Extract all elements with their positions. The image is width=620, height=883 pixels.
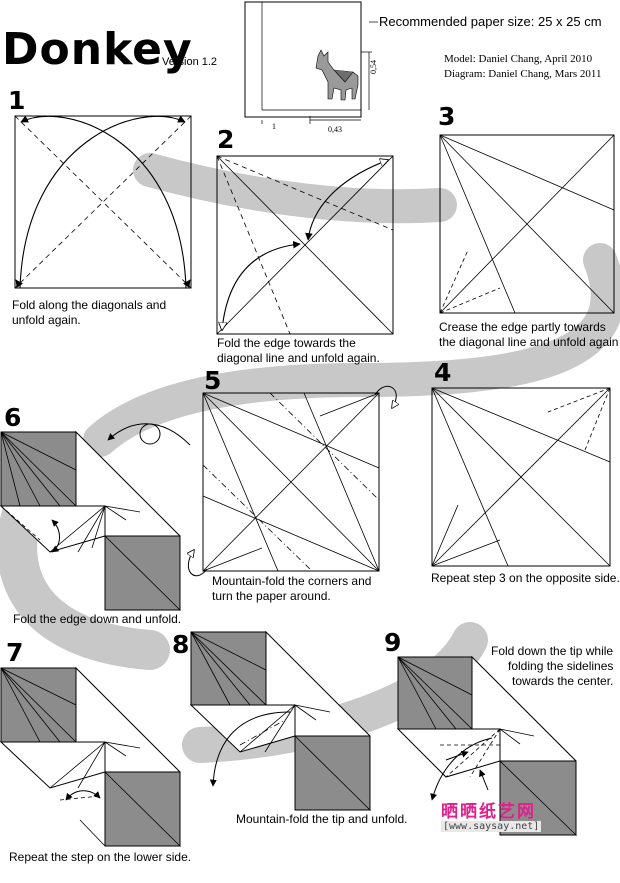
step-4-instruction: Repeat step 3 on the opposite side. — [431, 571, 620, 585]
step-number-6: 6 — [4, 403, 22, 432]
donkey-icon — [315, 49, 359, 101]
step-7-figure — [0, 666, 181, 848]
diagram-credit: Diagram: Daniel Chang, Mars 2011 — [444, 68, 602, 80]
step-1-figure — [14, 115, 192, 289]
step-number-8: 8 — [172, 630, 190, 659]
watermark-url: [www.saysay.net] — [441, 821, 542, 832]
dimension-width: 1 — [272, 122, 276, 131]
step-9-instruction-line-1: Fold down the tip while — [491, 644, 614, 658]
step-5-instruction-line-1: Mountain-fold the corners and — [212, 574, 372, 588]
step-number-3: 3 — [438, 102, 456, 131]
step-number-9: 9 — [384, 628, 402, 657]
step-8-instruction: Mountain-fold the tip and unfold. — [236, 812, 408, 826]
page-title: Donkey — [2, 24, 193, 75]
dimension-height: 0,54 — [369, 60, 378, 74]
step-2-instruction-line-2: diagonal line and unfold again. — [217, 351, 380, 365]
step-6-figure — [0, 423, 191, 612]
step-6-instruction: Fold the edge down and unfold. — [13, 612, 182, 626]
step-5-instruction-line-2: turn the paper around. — [212, 589, 331, 603]
step-5-figure — [188, 385, 396, 577]
watermark-site-name: 晒晒纸艺网 — [441, 802, 536, 822]
dimension-base: 0,43 — [328, 125, 342, 134]
paper-size-label: Recommended paper size: 25 x 25 cm — [379, 14, 602, 29]
step-2-figure — [216, 155, 394, 335]
step-1-instruction-line-1: Fold along the diagonals and — [12, 298, 167, 312]
step-9-instruction-line-3: towards the center. — [512, 674, 614, 688]
step-3-instruction-line-1: Crease the edge partly towards — [439, 320, 606, 334]
step-3-instruction-line-2: the diagonal line and unfold again — [439, 335, 619, 349]
step-number-7: 7 — [6, 638, 24, 667]
step-8-figure — [189, 630, 371, 812]
step-number-4: 4 — [434, 358, 452, 387]
version-label: Version 1.2 — [162, 56, 218, 68]
finished-model-figure — [244, 1, 378, 124]
step-3-figure — [439, 134, 615, 314]
step-4-figure — [431, 387, 611, 567]
step-number-1: 1 — [8, 86, 26, 115]
step-7-instruction: Repeat the step on the lower side. — [9, 850, 192, 864]
step-number-2: 2 — [217, 125, 235, 154]
step-number-5: 5 — [204, 366, 222, 395]
step-9-instruction-line-2: folding the sidelines — [508, 659, 614, 673]
step-2-instruction-line-1: Fold the edge towards the — [217, 336, 356, 350]
step-1-instruction-line-2: unfold again. — [12, 313, 81, 327]
model-credit: Model: Daniel Chang, April 2010 — [444, 53, 593, 65]
